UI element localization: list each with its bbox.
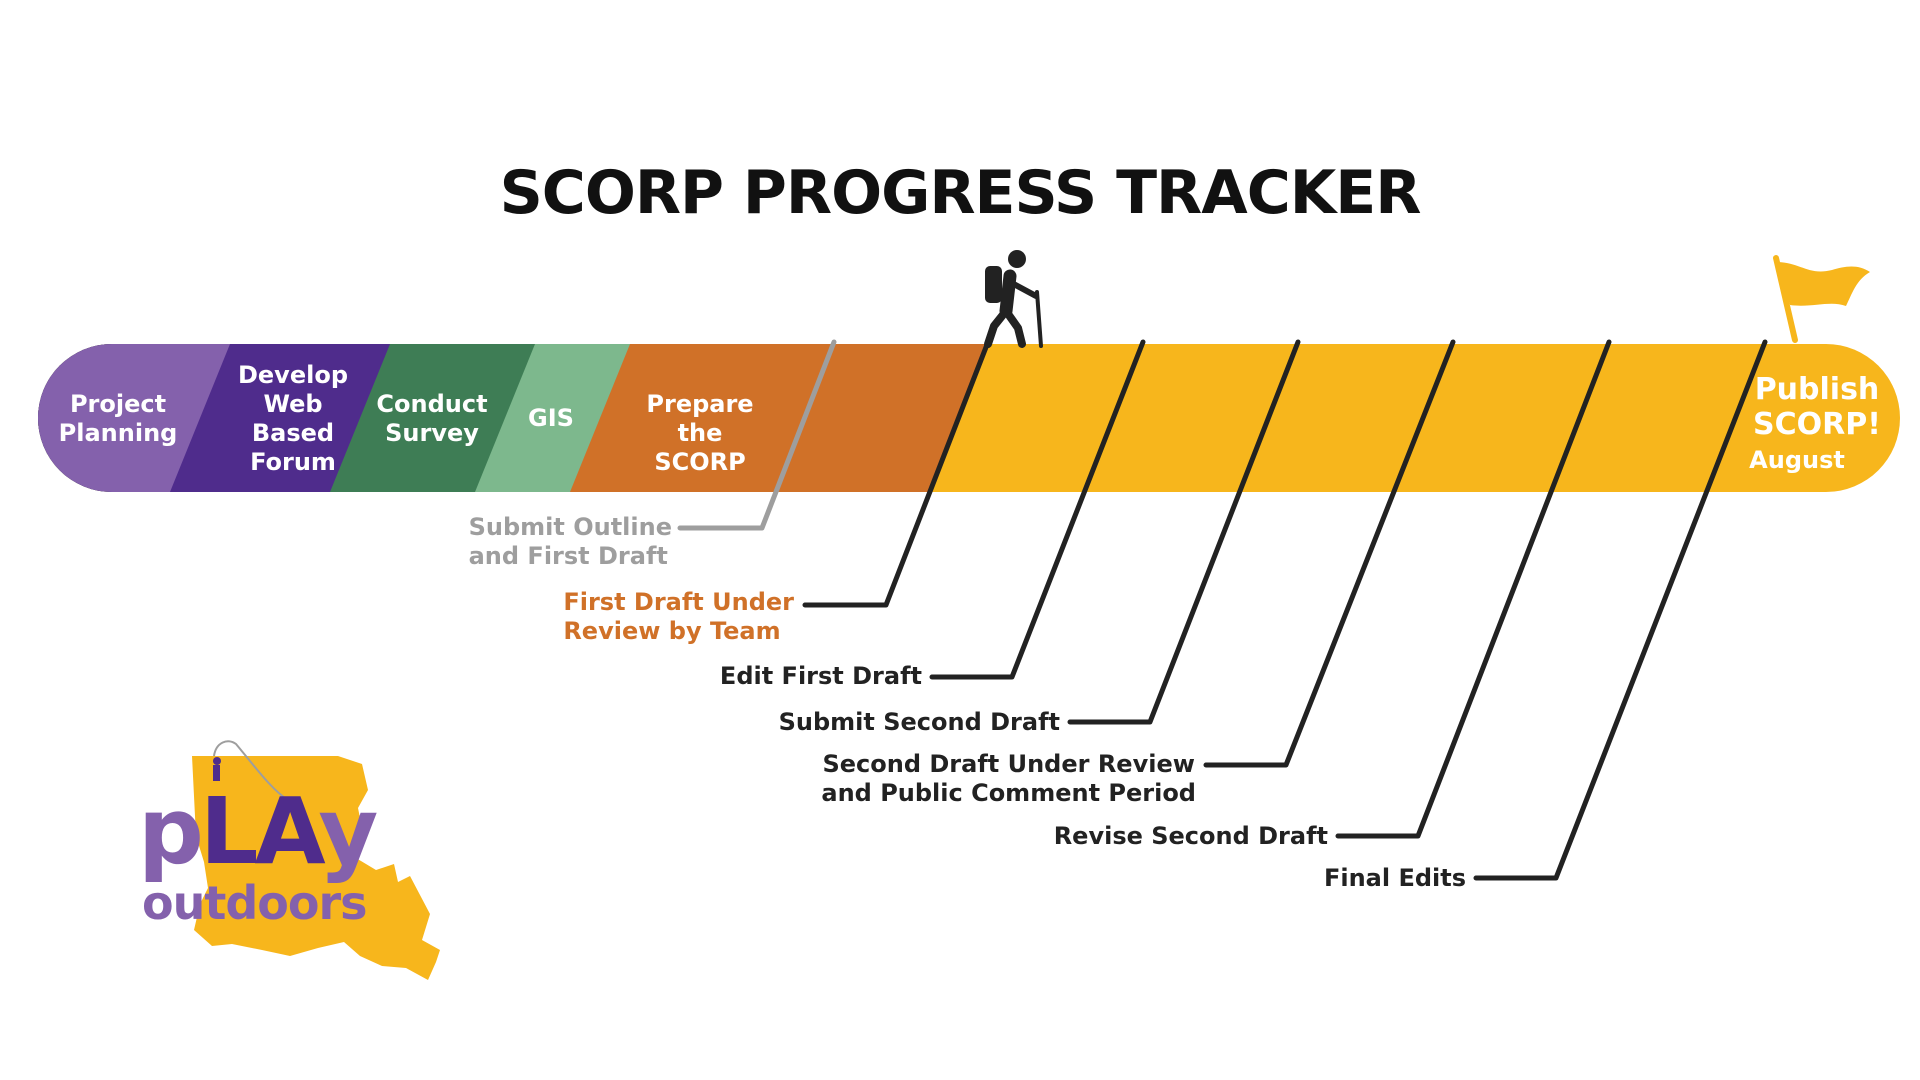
logo-text-p: p bbox=[138, 778, 204, 885]
leader-line bbox=[1335, 339, 1612, 839]
publish-date: August bbox=[1749, 446, 1845, 474]
leader-line bbox=[929, 339, 1146, 680]
milestone-label: Revise Second Draft bbox=[1053, 822, 1328, 850]
milestone-label: Final Edits bbox=[1323, 864, 1466, 892]
leader-line bbox=[1067, 339, 1301, 725]
milestone-label: Submit Second Draft bbox=[778, 708, 1060, 736]
logo-text-y: y bbox=[318, 778, 378, 885]
leader-line bbox=[802, 339, 991, 608]
flag-icon bbox=[1773, 255, 1870, 343]
hiker-icon bbox=[984, 250, 1043, 348]
leader-line bbox=[677, 339, 837, 531]
publish-label: Publish SCORP! bbox=[1753, 372, 1881, 442]
milestone-label: First Draft Under Review by Team bbox=[563, 588, 794, 645]
milestone-label: Submit Outline and First Draft bbox=[468, 513, 672, 570]
milestone-label: Edit First Draft bbox=[719, 662, 922, 690]
phase-label-prepare-scorp: Prepare the SCORP bbox=[646, 390, 754, 476]
louisiana-logo bbox=[192, 740, 440, 980]
leader-line bbox=[1203, 339, 1456, 768]
phase-label-develop-forum: Develop Web Based Forum bbox=[237, 361, 348, 476]
logo-text-la: LA bbox=[199, 778, 323, 885]
phase-label-gis: GIS bbox=[528, 404, 574, 432]
leader-line bbox=[1473, 339, 1768, 881]
logo-text-outdoors: outdoors bbox=[142, 876, 368, 930]
phase-segment-planning bbox=[38, 344, 230, 492]
milestone-label: Second Draft Under Review and Public Com… bbox=[821, 750, 1196, 807]
logo-wordmark: pLAy outdoors bbox=[138, 782, 418, 942]
phase-label-conduct-survey: Conduct Survey bbox=[376, 390, 488, 447]
page-title: SCORP PROGRESS TRACKER bbox=[499, 158, 1422, 228]
progress-bar bbox=[38, 344, 1900, 492]
phase-label-project-planning: Project Planning bbox=[58, 390, 178, 447]
